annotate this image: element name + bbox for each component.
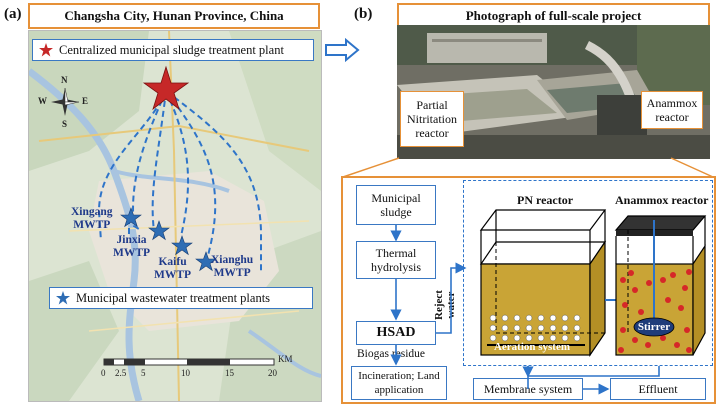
anammox-reactor-tank [614,215,707,356]
compass-w: W [38,96,47,106]
kaifu-suffix: MWTP [154,269,192,281]
mwtp-star-icon [148,220,170,241]
stirrer-label: Stirrer [637,321,671,333]
box-thermal-hydrolysis: Thermal hydrolysis [356,241,436,279]
scale-bar [103,358,275,366]
mwtp-star-icon [171,235,193,256]
pn-reactor-tank [479,209,607,357]
aeration-system-label: Aeration system [493,341,571,353]
scale-tick: 15 [225,368,234,378]
box-incineration: Incineration; Land application [351,366,447,400]
label-kaifu: Kaifu MWTP [154,256,191,282]
biogas-residue-label: Biogas residue [357,348,426,360]
box-municipal-sludge: Municipal sludge [356,185,436,225]
panel-a-label: (a) [4,6,22,22]
compass-rose [51,87,80,116]
xingang-name: Xingang [71,206,113,218]
scale-tick: 10 [181,368,190,378]
flow-arrows [390,225,660,395]
photo-label-anammox: Anammox reactor [641,91,703,129]
xianghu-suffix: MWTP [213,267,251,279]
project-photo: Partial Nitritation reactor Anammox reac… [397,25,710,159]
scale-tick: 20 [268,368,277,378]
sludge-plant-star-icon [142,65,190,111]
panel-a-title: Changsha City, Hunan Province, China [28,3,320,29]
right-arrow-icon [325,38,360,62]
mwtp-star-icon [195,251,217,272]
compass-s: S [62,119,68,129]
jinxia-suffix: MWTP [113,247,151,259]
xianghu-name: Xianghu [211,254,254,266]
map: N S E W Centralized municipal sludge tre… [28,30,322,402]
photo-label-pn: Partial Nitritation reactor [400,91,464,147]
label-xingang: Xingang MWTP [71,206,113,232]
panel-b-title: Photograph of full-scale project [397,3,710,27]
compass-e: E [82,96,89,106]
box-hsad: HSAD [356,321,436,345]
legend-mwtp: Municipal wastewater treatment plants [49,287,313,309]
label-xianghu: Xianghu MWTP [211,254,253,280]
pn-reactor-title: PN reactor [517,193,574,207]
anammox-reactor-title: Anammox reactor [615,193,709,207]
legend-mwtp-text: Municipal wastewater treatment plants [76,290,271,305]
scale-tick: 0 [101,368,106,378]
legend-sludge-plant: Centralized municipal sludge treatment p… [32,39,314,61]
reactors-graphic [479,209,707,357]
callout-connector [342,157,714,178]
red-star-icon [39,43,53,57]
jinxia-name: Jinxia [116,234,147,246]
scale-unit: KM [278,354,293,364]
legend-sludge-plant-text: Centralized municipal sludge treatment p… [59,42,284,57]
blue-star-icon [56,291,70,305]
mwtp-star-icon [120,207,142,228]
label-jinxia: Jinxia MWTP [113,234,150,260]
scale-tick: 2.5 [115,368,127,378]
panel-b-label: (b) [354,6,373,22]
compass-n: N [61,75,68,85]
xingang-suffix: MWTP [73,219,111,231]
box-effluent: Effluent [610,378,706,400]
kaifu-name: Kaifu [158,256,187,268]
scale-tick: 5 [141,368,146,378]
